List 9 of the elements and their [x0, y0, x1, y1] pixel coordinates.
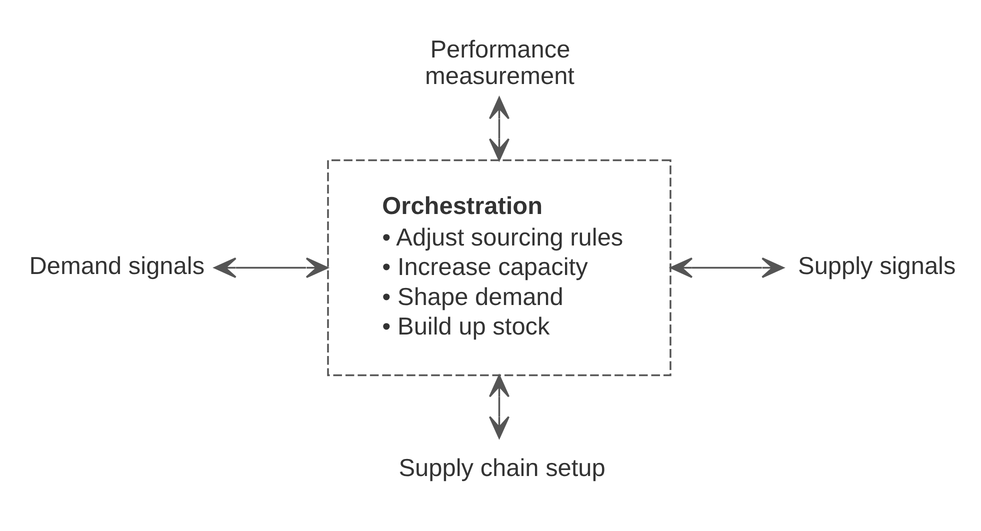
node-box: Orchestration • Adjust sourcing rules • Increase capacity • Shape demand • Build up stock — [327, 158, 672, 376]
node-text: Demand signals — [29, 252, 205, 280]
arrow — [488, 96, 510, 160]
arrow — [214, 256, 328, 278]
node-text: Supply chain setup — [398, 454, 606, 482]
node-text: Performance measurement — [424, 36, 574, 90]
node-text: Supply signals — [798, 252, 956, 280]
arrow — [488, 374, 510, 438]
arrow — [670, 256, 784, 278]
